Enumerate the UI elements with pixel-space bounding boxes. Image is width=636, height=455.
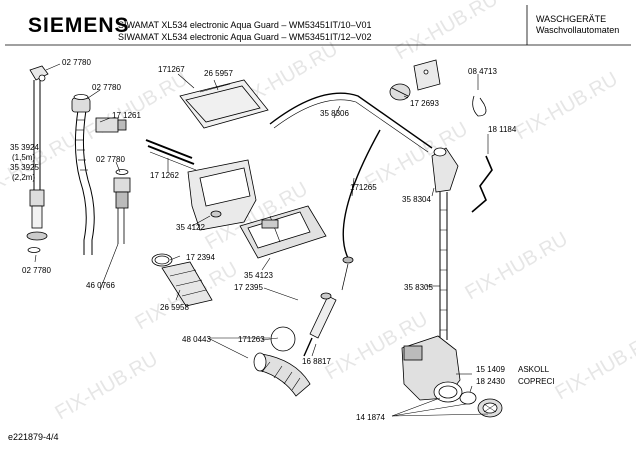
part-number-label: 14 1874	[356, 413, 385, 422]
hose-clip-icon	[473, 96, 486, 116]
part-number-label: 02 7780	[22, 266, 51, 275]
part-number-label: 35 8306	[320, 109, 349, 118]
part-number-label: 46 0766	[86, 281, 115, 290]
drain-hose-long-icon	[270, 93, 432, 148]
part-number-label: 35 8305	[404, 283, 433, 292]
part-number-label: 17 2395	[234, 283, 263, 292]
model-line-1: SIWAMAT XL534 electronic Aqua Guard – WM…	[118, 20, 371, 30]
part-number-label: 18 1184	[488, 125, 517, 134]
model-line-2: SIWAMAT XL534 electronic Aqua Guard – WM…	[118, 32, 371, 42]
part-number-label: 02 7780	[62, 58, 91, 67]
pressure-hose-icon	[343, 130, 380, 258]
screw-fitting-icon	[114, 178, 130, 192]
seal-ring-icon	[28, 248, 40, 253]
bracket-icon	[414, 60, 440, 90]
part-number-label: 171265	[350, 183, 377, 192]
brand-logo: SIEMENS	[28, 14, 130, 38]
watermark-text: FIX-HUB.RU	[82, 68, 192, 144]
part-number-label: ASKOLL	[518, 365, 550, 374]
part-number-label: 17 2394	[186, 253, 215, 262]
part-number-label: (2,2m)	[12, 173, 35, 182]
part-number-label: 35 8304	[402, 195, 431, 204]
part-number-label: 48 0443	[182, 335, 211, 344]
watermark-text: FIX-HUB.RU	[512, 68, 622, 144]
part-number-label: 26 5957	[204, 69, 233, 78]
watermark-text: FIX-HUB.RU	[462, 228, 572, 304]
part-number-label: 171267	[158, 65, 185, 74]
watermark-text: FIX-HUB.RU	[392, 0, 502, 64]
pump-seal-icon	[460, 392, 476, 404]
part-number-label: (1,5m)	[12, 153, 35, 162]
part-number-label: 15 1409	[476, 365, 505, 374]
hose-coupling-icon	[72, 98, 90, 112]
category-title: WASCHGERÄTE	[536, 14, 606, 24]
part-number-label: 17 1262	[150, 171, 179, 180]
part-number-label: 35 4123	[244, 271, 273, 280]
watermark-text: FIX-HUB.RU	[552, 328, 636, 404]
category-subtitle: Waschvollautomaten	[536, 25, 619, 35]
hose-nut-icon	[30, 190, 44, 206]
part-number-label: 08 4713	[468, 67, 497, 76]
document-id: e221879-4/4	[8, 432, 59, 442]
part-number-label: 02 7780	[96, 155, 125, 164]
part-number-label: 35 3924	[10, 143, 39, 152]
part-number-label: 16 8817	[302, 357, 331, 366]
part-number-label: 17 1261	[112, 111, 141, 120]
hose-end-fitting-icon	[27, 232, 47, 240]
part-number-label: 18 2430	[476, 377, 505, 386]
part-number-label: 35 3925	[10, 163, 39, 172]
part-number-label: 35 4122	[176, 223, 205, 232]
inlet-valve-icon	[96, 118, 118, 132]
float-ball-icon	[271, 327, 295, 351]
pressure-sensor-icon	[310, 296, 336, 338]
hook-wire-icon	[472, 156, 492, 212]
part-number-label: 02 7780	[92, 83, 121, 92]
watermark-text: FIX-HUB.RU	[52, 348, 162, 424]
part-number-label: 171263	[238, 335, 265, 344]
watermark-text: FIX-HUB.RU	[362, 118, 472, 194]
part-number-label: COPRECI	[518, 377, 554, 386]
part-number-label: 17 2693	[410, 99, 439, 108]
part-number-label: 26 5958	[160, 303, 189, 312]
